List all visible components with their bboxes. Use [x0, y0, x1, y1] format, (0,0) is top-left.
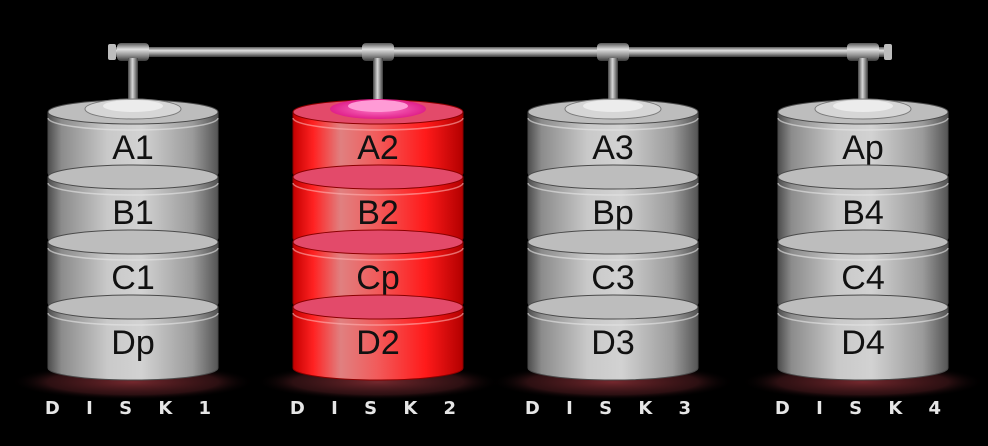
pipe-joint: [362, 43, 394, 61]
platter-top: [527, 294, 699, 320]
platter-ridge: [47, 117, 219, 131]
pipe-drop: [858, 58, 868, 108]
block-label: D4: [841, 324, 884, 362]
pipe-drop: [373, 58, 383, 108]
disk-hub-inner: [348, 100, 408, 112]
block-label: B1: [112, 194, 154, 232]
pipe-joint: [847, 43, 879, 61]
block-label: B4: [842, 194, 884, 232]
block-label: A3: [592, 129, 634, 167]
platter-ridge: [527, 182, 699, 196]
block-label: C1: [111, 259, 154, 297]
platter-top: [292, 229, 464, 255]
platter-top: [292, 164, 464, 190]
block-label: Dp: [111, 324, 154, 362]
block-label: A2: [357, 129, 399, 167]
platter-top: [777, 229, 949, 255]
platter-top: [527, 164, 699, 190]
platter-top: [47, 294, 219, 320]
platter-ridge: [777, 312, 949, 326]
platter-ridge: [777, 182, 949, 196]
pipe-drop: [608, 58, 618, 108]
disk-hub-inner: [103, 100, 163, 112]
platter-ridge: [292, 247, 464, 261]
disk-label: D I S K 2: [290, 398, 466, 419]
platter-ridge: [777, 117, 949, 131]
platter-ridge: [47, 182, 219, 196]
disk-label: D I S K 4: [775, 398, 951, 419]
block-label: A1: [112, 129, 154, 167]
disk-platter: [777, 306, 949, 381]
pipe-end-cap: [884, 44, 892, 60]
pipe-joint: [597, 43, 629, 61]
block-label: Bp: [592, 194, 634, 232]
platter-ridge: [527, 312, 699, 326]
pipe-end-cap: [108, 44, 116, 60]
pipe-drop: [128, 58, 138, 108]
platter-ridge: [292, 312, 464, 326]
disk-platter: [527, 306, 699, 381]
pipe-joint: [117, 43, 149, 61]
platter-top: [777, 164, 949, 190]
platter-ridge: [527, 247, 699, 261]
disk-label: D I S K 1: [45, 398, 221, 419]
platter-ridge: [527, 117, 699, 131]
platter-top: [777, 294, 949, 320]
platter-ridge: [47, 247, 219, 261]
connector-pipes: [108, 43, 892, 108]
platter-top: [527, 229, 699, 255]
block-label: Ap: [842, 129, 884, 167]
disk-platter: [47, 306, 219, 381]
disk-hub-inner: [583, 100, 643, 112]
platter-ridge: [47, 312, 219, 326]
disk-labels: D I S K 1 D I S K 2 D I S K 3 D I S K 4: [45, 398, 951, 419]
platter-ridge: [292, 182, 464, 196]
block-label: B2: [357, 194, 399, 232]
block-label: D3: [591, 324, 634, 362]
platter-ridge: [777, 247, 949, 261]
platter-top: [47, 164, 219, 190]
block-label: D2: [356, 324, 399, 362]
platter-ridge: [292, 117, 464, 131]
disk-hub-inner: [833, 100, 893, 112]
disk-label: D I S K 3: [525, 398, 701, 419]
disk-platter: [292, 306, 464, 381]
platter-top: [292, 294, 464, 320]
platter-top: [47, 229, 219, 255]
manifold-pipe: [112, 47, 888, 57]
block-label: Cp: [356, 259, 399, 297]
block-label: C3: [591, 259, 634, 297]
block-label: C4: [841, 259, 884, 297]
